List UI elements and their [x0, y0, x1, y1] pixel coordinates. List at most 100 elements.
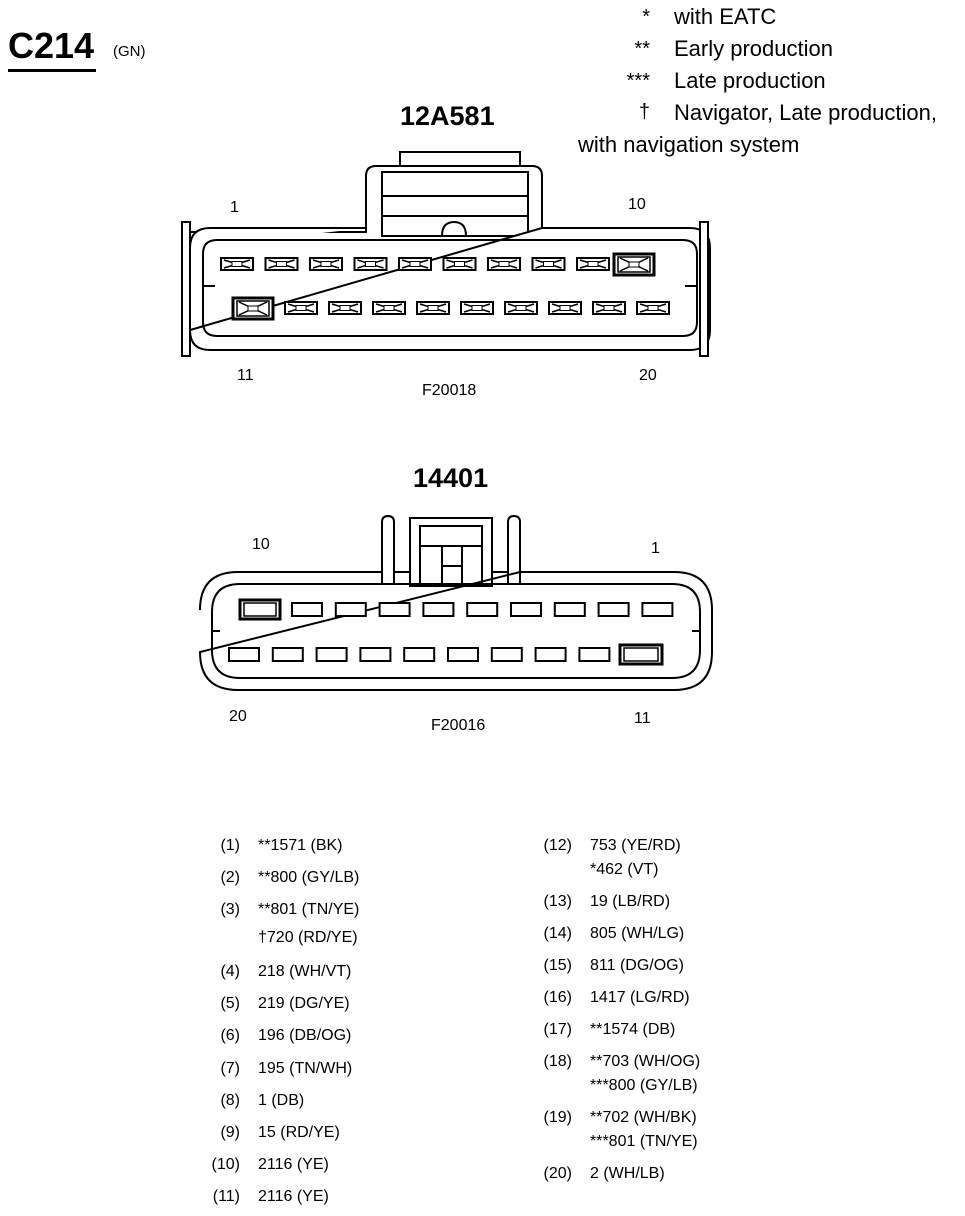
wire-entry: ***801 (TN/YE) [590, 1133, 698, 1150]
wire-entry: 805 (WH/LG) [590, 925, 685, 942]
wire-entry: **702 (WH/BK) [590, 1109, 697, 1126]
pin-cavity [636, 301, 670, 315]
pin-number: (8) [220, 1092, 240, 1109]
pin-number: (19) [543, 1109, 572, 1126]
pin-number: (4) [220, 963, 240, 980]
wire-entry: **801 (TN/YE) [258, 901, 360, 918]
wire-entry: 2116 (YE) [258, 1188, 329, 1205]
pin-cavity [641, 602, 674, 617]
pin-cavity [228, 647, 260, 662]
pin-number: (12) [543, 837, 572, 854]
pin-cavity [460, 301, 494, 315]
pin-label-20: 20 [229, 708, 247, 725]
connector-12a581-drawing [181, 151, 711, 357]
wire-entry: 196 (DB/OG) [258, 1027, 352, 1044]
pin-cavity [353, 257, 388, 271]
pin-cavity [466, 602, 499, 617]
pin-cavity [328, 301, 362, 315]
wire-entry: **1574 (DB) [590, 1021, 676, 1038]
pin-cavity [553, 602, 586, 617]
pin-cavity [612, 252, 656, 277]
pin-cavity [220, 257, 254, 271]
legend-symbol: † [638, 101, 650, 123]
pin-number: (11) [212, 1188, 240, 1205]
pin-cavity [447, 647, 479, 662]
pin-number: (3) [220, 901, 240, 918]
pin-label-11: 11 [237, 367, 254, 384]
pin-cavity [372, 301, 406, 315]
pin-cavity [378, 602, 411, 617]
wire-entry: 2 (WH/LB) [590, 1165, 665, 1182]
pin-cavity [403, 647, 436, 662]
pin-cavity [592, 301, 626, 315]
connector-a-part-number: 12A581 [400, 101, 495, 131]
pin-label-1: 1 [230, 199, 239, 216]
wire-entry: 1417 (LG/RD) [590, 989, 690, 1006]
pin-label-1: 1 [651, 540, 660, 557]
connector-color-code: (GN) [113, 43, 146, 60]
pin-number: (20) [543, 1165, 572, 1182]
wire-entry: 219 (DG/YE) [258, 995, 350, 1012]
pin-number: (16) [543, 989, 572, 1006]
pin-cavity [334, 602, 367, 617]
pin-number: (7) [220, 1060, 240, 1077]
pin-number: (10) [211, 1156, 240, 1173]
pin-label-10: 10 [252, 536, 270, 553]
wire-entry: **800 (GY/LB) [258, 869, 360, 886]
pin-cavity [416, 301, 450, 315]
wire-entry: 195 (TN/WH) [258, 1060, 353, 1077]
pin-cavity [504, 301, 538, 315]
wire-entry: 753 (YE/RD) [590, 837, 681, 854]
pin-number: (18) [543, 1053, 572, 1070]
wire-entry: 811 (DG/OG) [590, 957, 684, 974]
legend-symbol: * [642, 6, 650, 28]
legend-text: with navigation system [578, 132, 800, 157]
legend-symbol: *** [626, 70, 650, 92]
wire-entry: 19 (LB/RD) [590, 893, 671, 910]
wire-entry: *462 (VT) [590, 861, 659, 878]
pin-cavity [490, 647, 523, 662]
figure-code: F20016 [431, 717, 486, 734]
pin-number: (2) [220, 869, 240, 886]
pin-number: (1) [220, 837, 240, 854]
pin-cavity [238, 598, 282, 621]
pin-cavity [531, 257, 566, 271]
pin-cavity [576, 257, 610, 271]
title-underline [8, 69, 96, 72]
wire-entry: **1571 (BK) [258, 837, 343, 854]
wire-entry: 2116 (YE) [258, 1156, 329, 1173]
pin-number: (5) [220, 995, 240, 1012]
pin-number: (17) [543, 1021, 572, 1038]
pin-cavity [231, 296, 275, 321]
legend-symbol: ** [634, 38, 650, 60]
pin-cavity [597, 602, 630, 617]
pin-cavity [264, 257, 299, 271]
wire-entry: **703 (WH/OG) [590, 1053, 701, 1070]
pin-number: (13) [543, 893, 572, 910]
connector-14401-drawing [198, 514, 713, 691]
pin-cavity [291, 602, 323, 617]
pin-cavity [534, 647, 567, 662]
pin-cavity [578, 647, 611, 662]
pin-cavity [359, 647, 392, 662]
pin-cavity [284, 301, 318, 315]
legend-text: with EATC [674, 4, 777, 29]
pin-label-10: 10 [628, 196, 646, 213]
pin-number: (9) [220, 1124, 240, 1141]
pin-label-20: 20 [639, 367, 657, 384]
pin-cavity [271, 647, 304, 662]
legend-text: Late production [674, 68, 826, 93]
legend-text: Early production [674, 36, 833, 61]
pin-number: (14) [543, 925, 572, 942]
pin-cavity [315, 647, 348, 662]
wire-entry: 1 (DB) [258, 1092, 305, 1109]
connector-id: C214 [8, 25, 95, 66]
pin-cavity [309, 257, 343, 271]
legend-text: Navigator, Late production, [674, 100, 937, 125]
pin-cavity [548, 301, 582, 315]
connector-b-part-number: 14401 [413, 463, 489, 493]
wire-entry: †720 (RD/YE) [258, 929, 358, 946]
wire-entry: 218 (WH/VT) [258, 963, 352, 980]
pin-cavity [618, 643, 664, 666]
pin-cavity [487, 257, 521, 271]
